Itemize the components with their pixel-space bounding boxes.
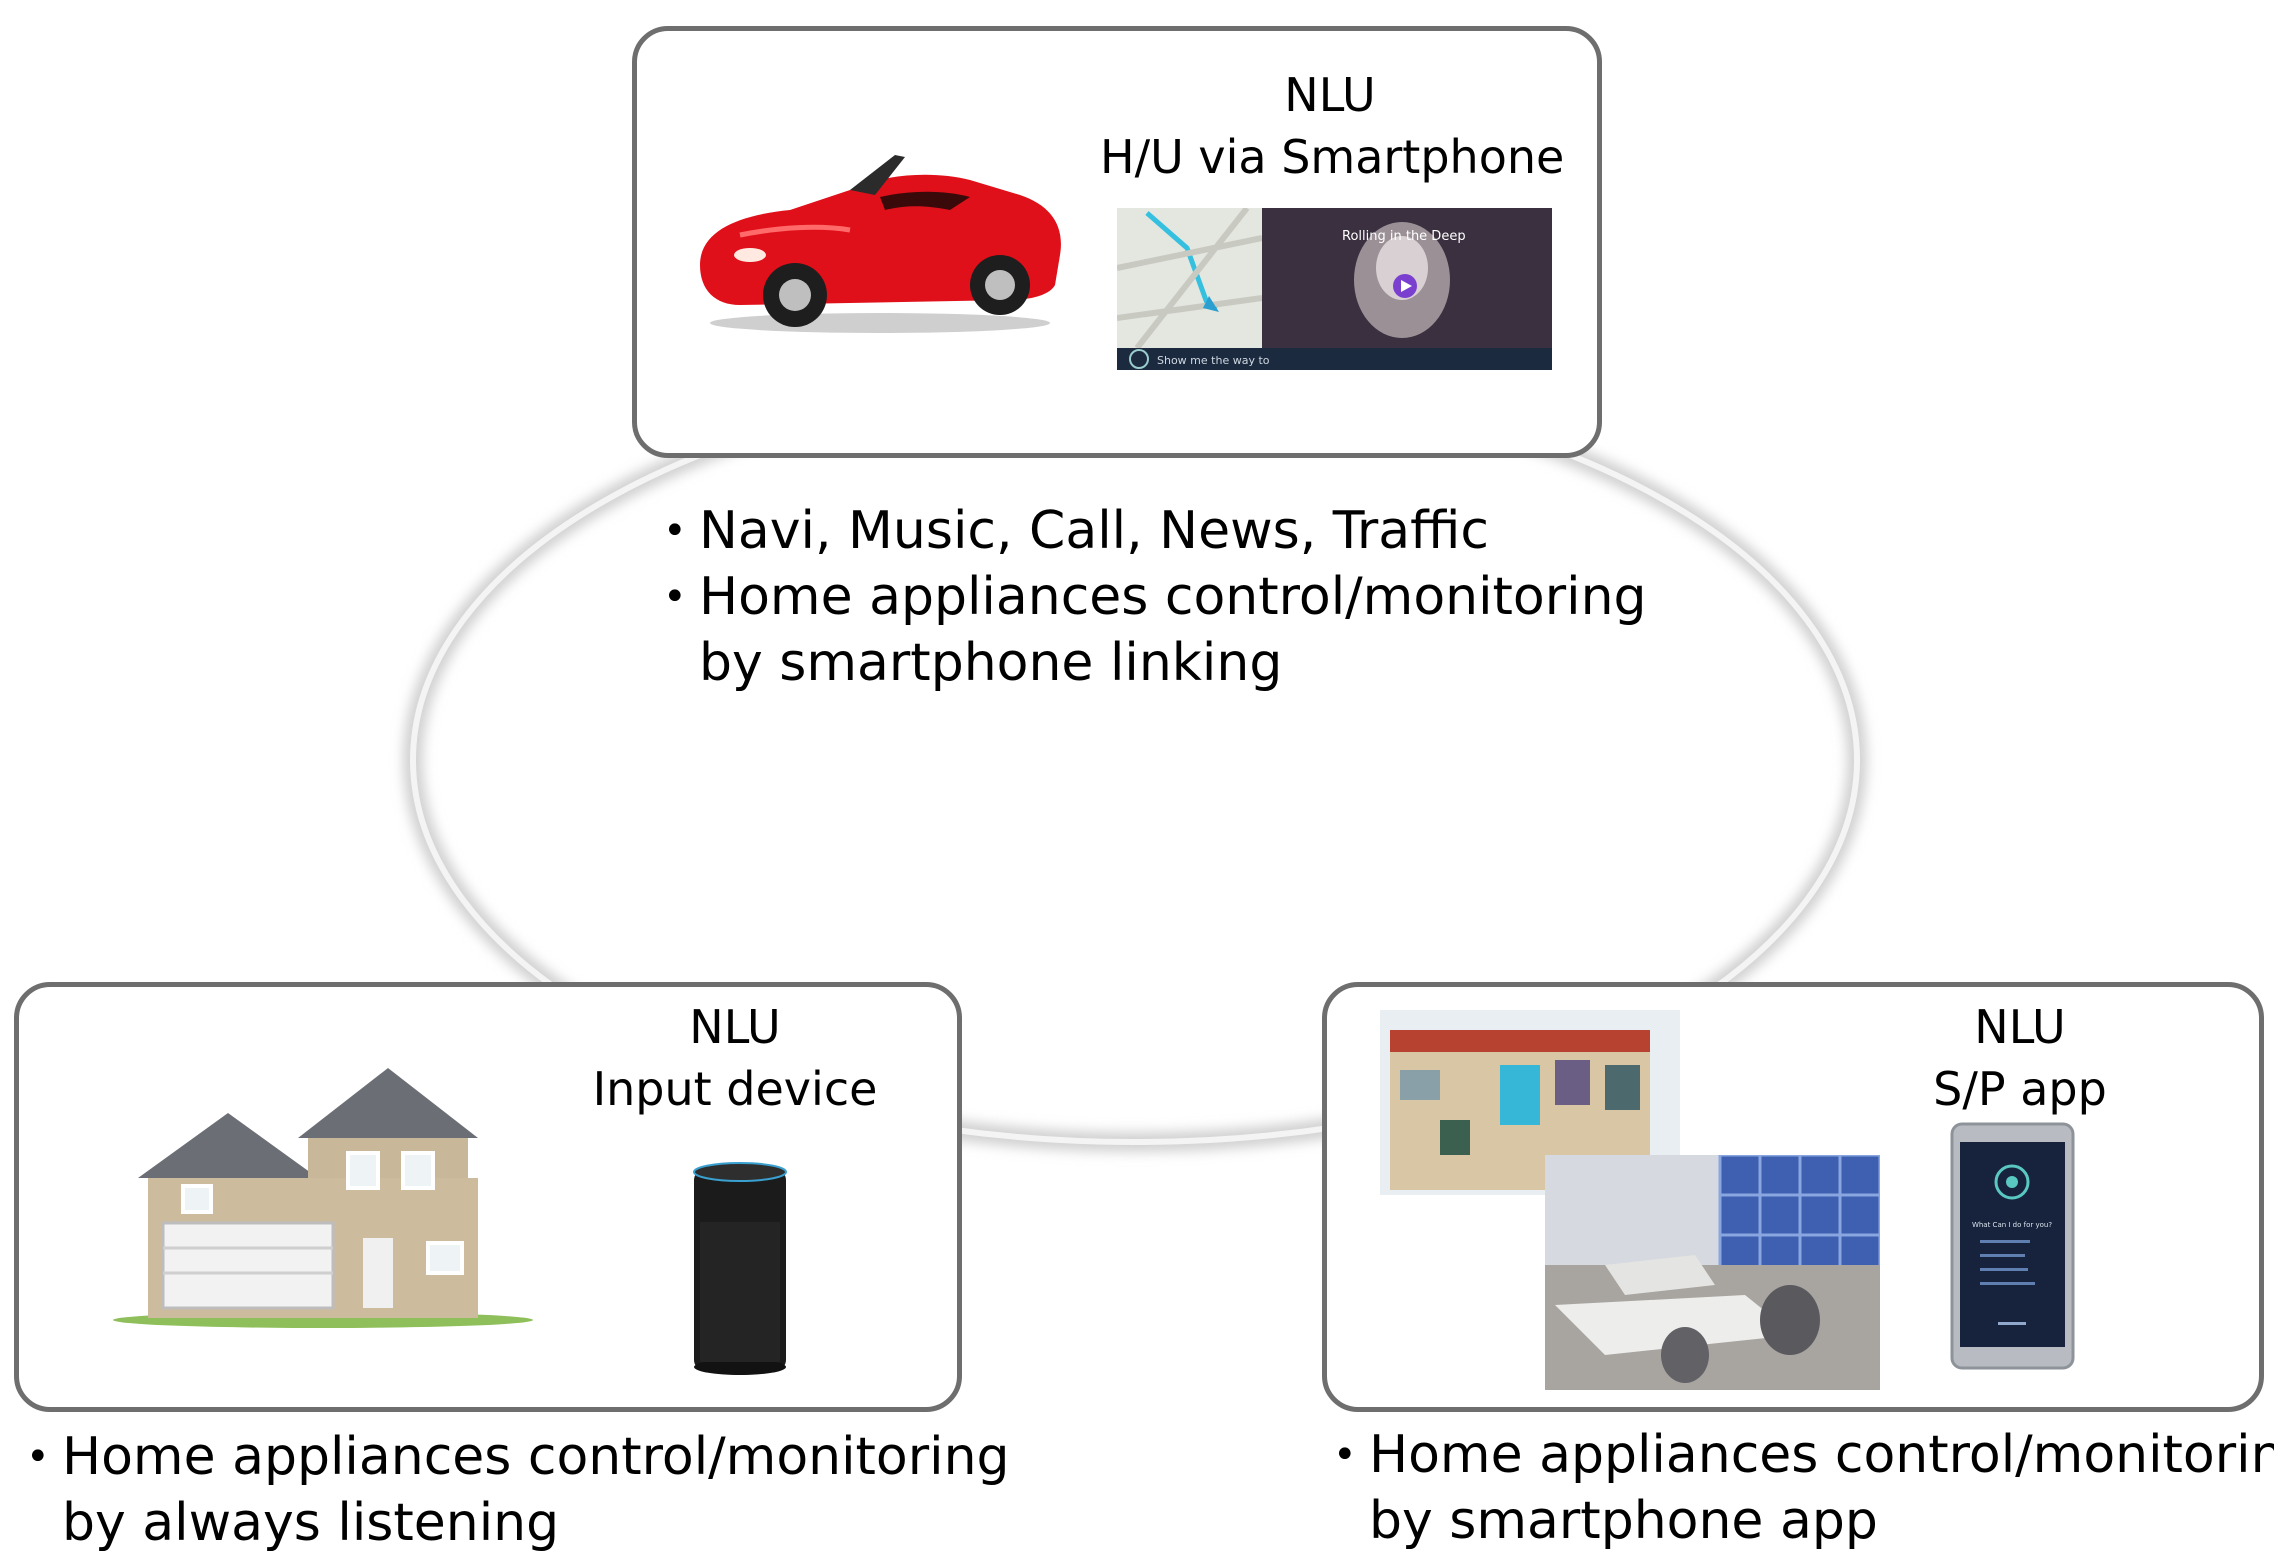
home-bullet-item-cont: by always listening xyxy=(62,1493,560,1553)
house-illustration xyxy=(113,1068,533,1328)
office-panel-title: NLU xyxy=(1974,1000,2066,1054)
center-bullet-services: Navi, Music, Call, News, Traffic xyxy=(663,498,1647,564)
home-bullet-item: Home appliances control/monitoring xyxy=(26,1424,1010,1490)
office-bullet-item-cont: by smartphone app xyxy=(1369,1491,1878,1551)
home-bullet-list: Home appliances control/monitoring by al… xyxy=(26,1424,1010,1556)
phone-assistant-text: What Can I do for you? xyxy=(1972,1221,2052,1229)
center-bullet-home-control: Home appliances control/monitoring xyxy=(663,564,1647,630)
home-panel-title: NLU xyxy=(689,1000,781,1054)
center-bullet-home-control-cont: by smartphone linking xyxy=(699,633,1283,693)
now-playing-track: Rolling in the Deep xyxy=(1342,229,1466,244)
smartphone-illustration: What Can I do for you? xyxy=(1950,1122,2075,1370)
head-unit-screen: Rolling in the Deep Show me the way to xyxy=(1117,208,1552,370)
office-bullet-item: Home appliances control/monitoring xyxy=(1333,1422,2274,1488)
voice-prompt: Show me the way to xyxy=(1157,354,1270,367)
home-panel-subtitle: Input device xyxy=(592,1062,878,1116)
smart-speaker-illustration xyxy=(693,1162,787,1375)
center-bullet-list: Navi, Music, Call, News, Traffic Home ap… xyxy=(663,498,1647,696)
car-panel-subtitle: H/U via Smartphone xyxy=(1100,130,1565,184)
office-panel-subtitle: S/P app xyxy=(1933,1062,2107,1116)
office-interior-illustration xyxy=(1545,1155,1880,1390)
office-bullet-list: Home appliances control/monitoring by sm… xyxy=(1333,1422,2274,1554)
car-panel-title: NLU xyxy=(1284,68,1376,122)
car-illustration xyxy=(700,155,1061,333)
